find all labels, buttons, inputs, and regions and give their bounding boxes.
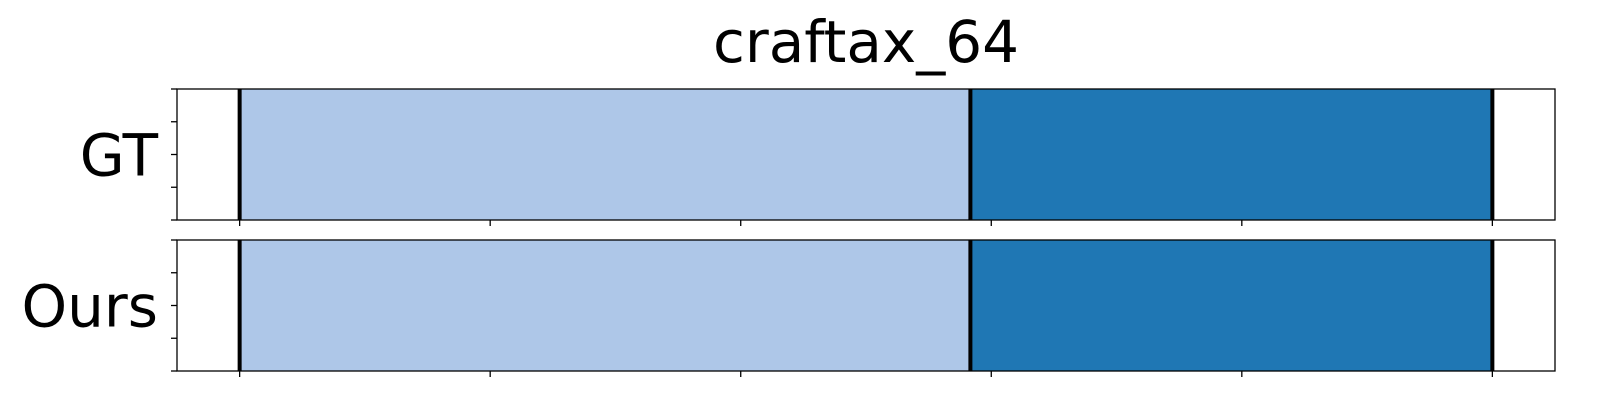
segment-gt-1 (239, 89, 971, 220)
segment-gt-2 (970, 89, 1493, 220)
row-label-gt: GT (80, 122, 159, 190)
segment-ours-2 (970, 240, 1493, 371)
row-gt: GT (80, 88, 1556, 226)
chart-title: craftax_64 (713, 8, 1019, 76)
row-label-ours: Ours (22, 273, 158, 341)
rows-layer: GT Ours (22, 88, 1556, 377)
segment-ours-1 (239, 240, 971, 371)
row-ours: Ours (22, 239, 1556, 377)
